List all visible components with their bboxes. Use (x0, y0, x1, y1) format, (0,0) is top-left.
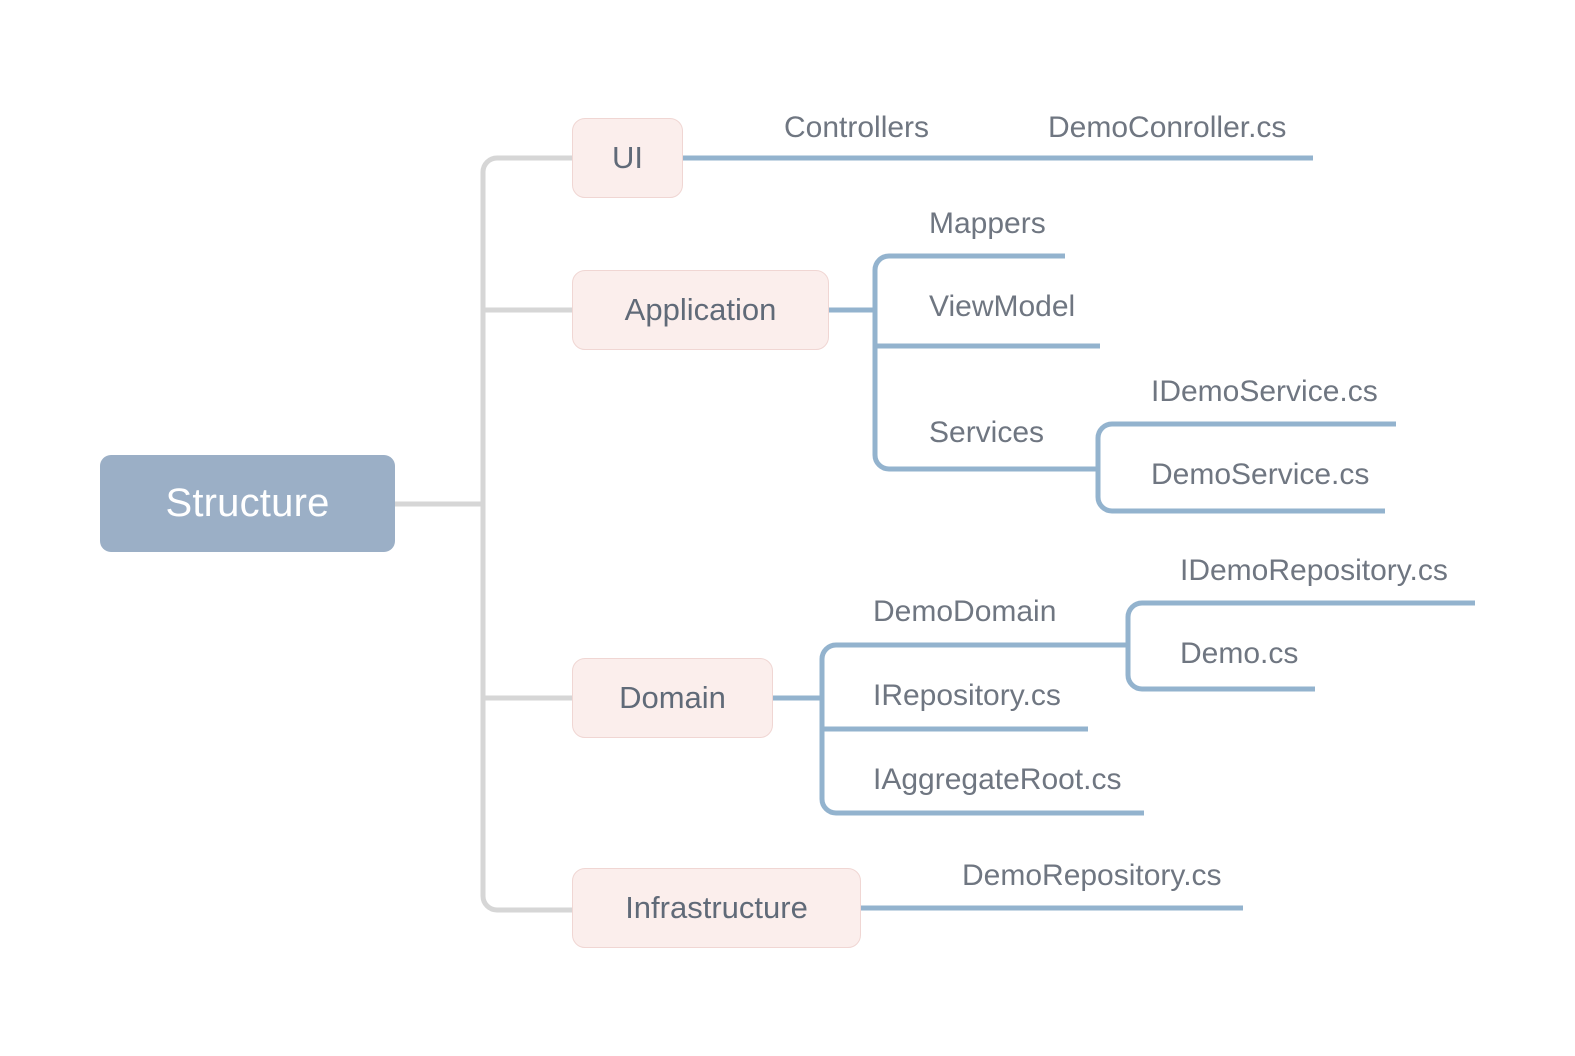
branch-node-application[interactable]: Application (572, 270, 829, 350)
leaf-label-demoservice-cs[interactable]: DemoService.cs (1151, 458, 1370, 491)
leaf-label-demodomain[interactable]: DemoDomain (873, 595, 1057, 628)
branch-node-infrastructure-label: Infrastructure (625, 890, 808, 925)
leaf-label-demo-cs[interactable]: Demo.cs (1180, 637, 1299, 670)
leaf-label-iaggregateroot-cs[interactable]: IAggregateRoot.cs (873, 763, 1122, 796)
branch-node-ui[interactable]: UI (572, 118, 683, 198)
root-node-label: Structure (165, 481, 330, 525)
leaf-label-idemorepository-cs[interactable]: IDemoRepository.cs (1180, 554, 1448, 587)
leaf-label-controllers[interactable]: Controllers (784, 111, 930, 144)
leaf-label-viewmodel[interactable]: ViewModel (929, 290, 1076, 323)
branch-node-application-label: Application (624, 292, 777, 327)
leaf-label-demorepository-cs[interactable]: DemoRepository.cs (962, 859, 1222, 892)
leaf-label-irepository-cs[interactable]: IRepository.cs (873, 679, 1061, 712)
leaf-label-idemoservice-cs[interactable]: IDemoService.cs (1151, 375, 1378, 408)
branch-node-domain[interactable]: Domain (572, 658, 773, 738)
branch-node-infrastructure[interactable]: Infrastructure (572, 868, 861, 948)
leaf-label-mappers[interactable]: Mappers (929, 207, 1046, 240)
branch-node-domain-label: Domain (619, 680, 726, 715)
connector-root-spine (480, 155, 572, 913)
leaf-label-services[interactable]: Services (929, 416, 1045, 449)
leaf-label-democonroller-cs[interactable]: DemoConroller.cs (1048, 111, 1287, 144)
root-node-structure[interactable]: Structure (100, 455, 395, 552)
branch-node-ui-label: UI (612, 140, 643, 175)
